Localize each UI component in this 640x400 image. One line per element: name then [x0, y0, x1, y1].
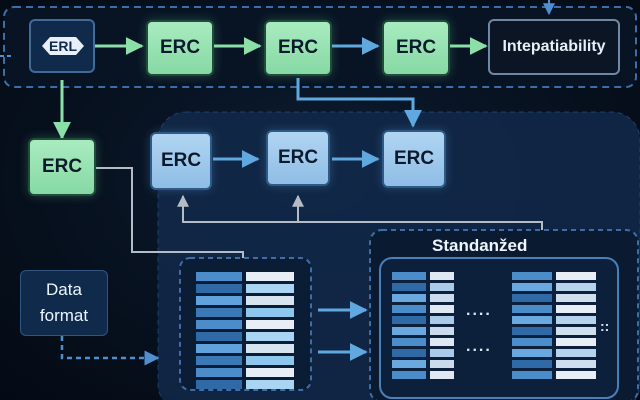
std-table-cell [512, 327, 552, 335]
standardized-title: Standanžed [432, 236, 528, 255]
source-table-cell [196, 272, 242, 281]
mid-erc-label-1: ERC [160, 150, 202, 171]
source-table-cell [246, 380, 294, 389]
source-table-cell [196, 344, 242, 353]
std-table-cell [430, 305, 454, 313]
std-table-cell [392, 371, 426, 379]
std-table-cell [392, 305, 426, 313]
source-table-cell [196, 332, 242, 341]
std-table-cell [430, 272, 454, 280]
mid-erc-node-1[interactable]: ERC [150, 132, 212, 190]
source-table-cell [246, 284, 294, 293]
std-table-cell [392, 283, 426, 291]
source-table-cell [196, 380, 242, 389]
standardized-table-rows [392, 272, 596, 379]
std-table-cell [512, 316, 552, 324]
source-table-cell [196, 296, 242, 305]
std-table-cell [556, 338, 596, 346]
std-ellipsis-2: .... [466, 338, 492, 355]
top-erc-node-2[interactable]: ERC [264, 20, 332, 76]
left-erc-node[interactable]: ERC [28, 138, 96, 196]
arrow-top-to-mid-erc3 [296, 78, 422, 128]
std-table-cell [556, 371, 596, 379]
std-table-cell [512, 349, 552, 357]
source-table-cell [246, 356, 294, 365]
std-table-cell [556, 327, 596, 335]
std-table-cell [430, 371, 454, 379]
std-table-cell [430, 327, 454, 335]
std-table-cell [392, 338, 426, 346]
left-erc-to-table [96, 167, 244, 268]
data-format-line1: Data [46, 280, 82, 299]
std-table-cell [512, 371, 552, 379]
std-table-cell [556, 360, 596, 368]
std-table-cell [430, 294, 454, 302]
std-table-cell [392, 272, 426, 280]
source-table-cell [246, 296, 294, 305]
source-table-cell [196, 356, 242, 365]
mid-erc-label-3: ERC [393, 148, 435, 169]
mid-erc-node-2[interactable]: ERC [266, 130, 330, 186]
std-table-cell [392, 327, 426, 335]
std-table-cell [556, 316, 596, 324]
source-table-cell [246, 332, 294, 341]
std-ellipsis-1: .... [466, 302, 492, 319]
source-table-cell [196, 284, 242, 293]
source-table-cell [196, 320, 242, 329]
source-table-rows [196, 272, 294, 389]
top-erc-label-1: ERC [159, 37, 201, 58]
std-table-cell [512, 360, 552, 368]
erl-logo-icon: ERL [29, 19, 95, 73]
std-table-cell [512, 283, 552, 291]
source-table-cell [196, 308, 242, 317]
top-erc-node-1[interactable]: ERC [146, 20, 214, 76]
std-table-cell [512, 272, 552, 280]
std-table-cell [556, 272, 596, 280]
std-table-cell [430, 349, 454, 357]
std-table-cell [392, 360, 426, 368]
std-table-cell [512, 338, 552, 346]
left-erc-label: ERC [41, 156, 83, 177]
std-table-cell [556, 349, 596, 357]
source-table-cell [246, 272, 294, 281]
source-table-cell [246, 368, 294, 377]
std-table-cell [556, 305, 596, 313]
std-table-cell [392, 349, 426, 357]
data-format-node[interactable]: Data format [20, 270, 108, 336]
std-table-cell [512, 305, 552, 313]
top-erc-label-3: ERC [395, 37, 437, 58]
data-format-line2: format [39, 306, 89, 325]
arrow-format-to-table [60, 336, 160, 366]
source-table-cell [246, 344, 294, 353]
interoperability-label: Intepatiability [502, 38, 606, 55]
top-erc-label-2: ERC [277, 37, 319, 58]
source-table-cell [246, 308, 294, 317]
std-table-cell [556, 283, 596, 291]
interoperability-node[interactable]: Intepatiability [488, 19, 620, 75]
top-erc-node-3[interactable]: ERC [382, 20, 450, 76]
std-table-cell [556, 294, 596, 302]
mid-erc-node-3[interactable]: ERC [382, 130, 446, 188]
svg-text:ERL: ERL [49, 38, 77, 54]
std-side-dots: :: [600, 318, 610, 334]
std-table-cell [512, 294, 552, 302]
std-table-cell [392, 316, 426, 324]
std-table-cell [430, 338, 454, 346]
source-table-cell [246, 320, 294, 329]
std-table-cell [430, 283, 454, 291]
mid-erc-label-2: ERC [277, 147, 319, 168]
std-table-cell [430, 360, 454, 368]
std-table-cell [430, 316, 454, 324]
std-table-cell [392, 294, 426, 302]
source-table-cell [196, 368, 242, 377]
